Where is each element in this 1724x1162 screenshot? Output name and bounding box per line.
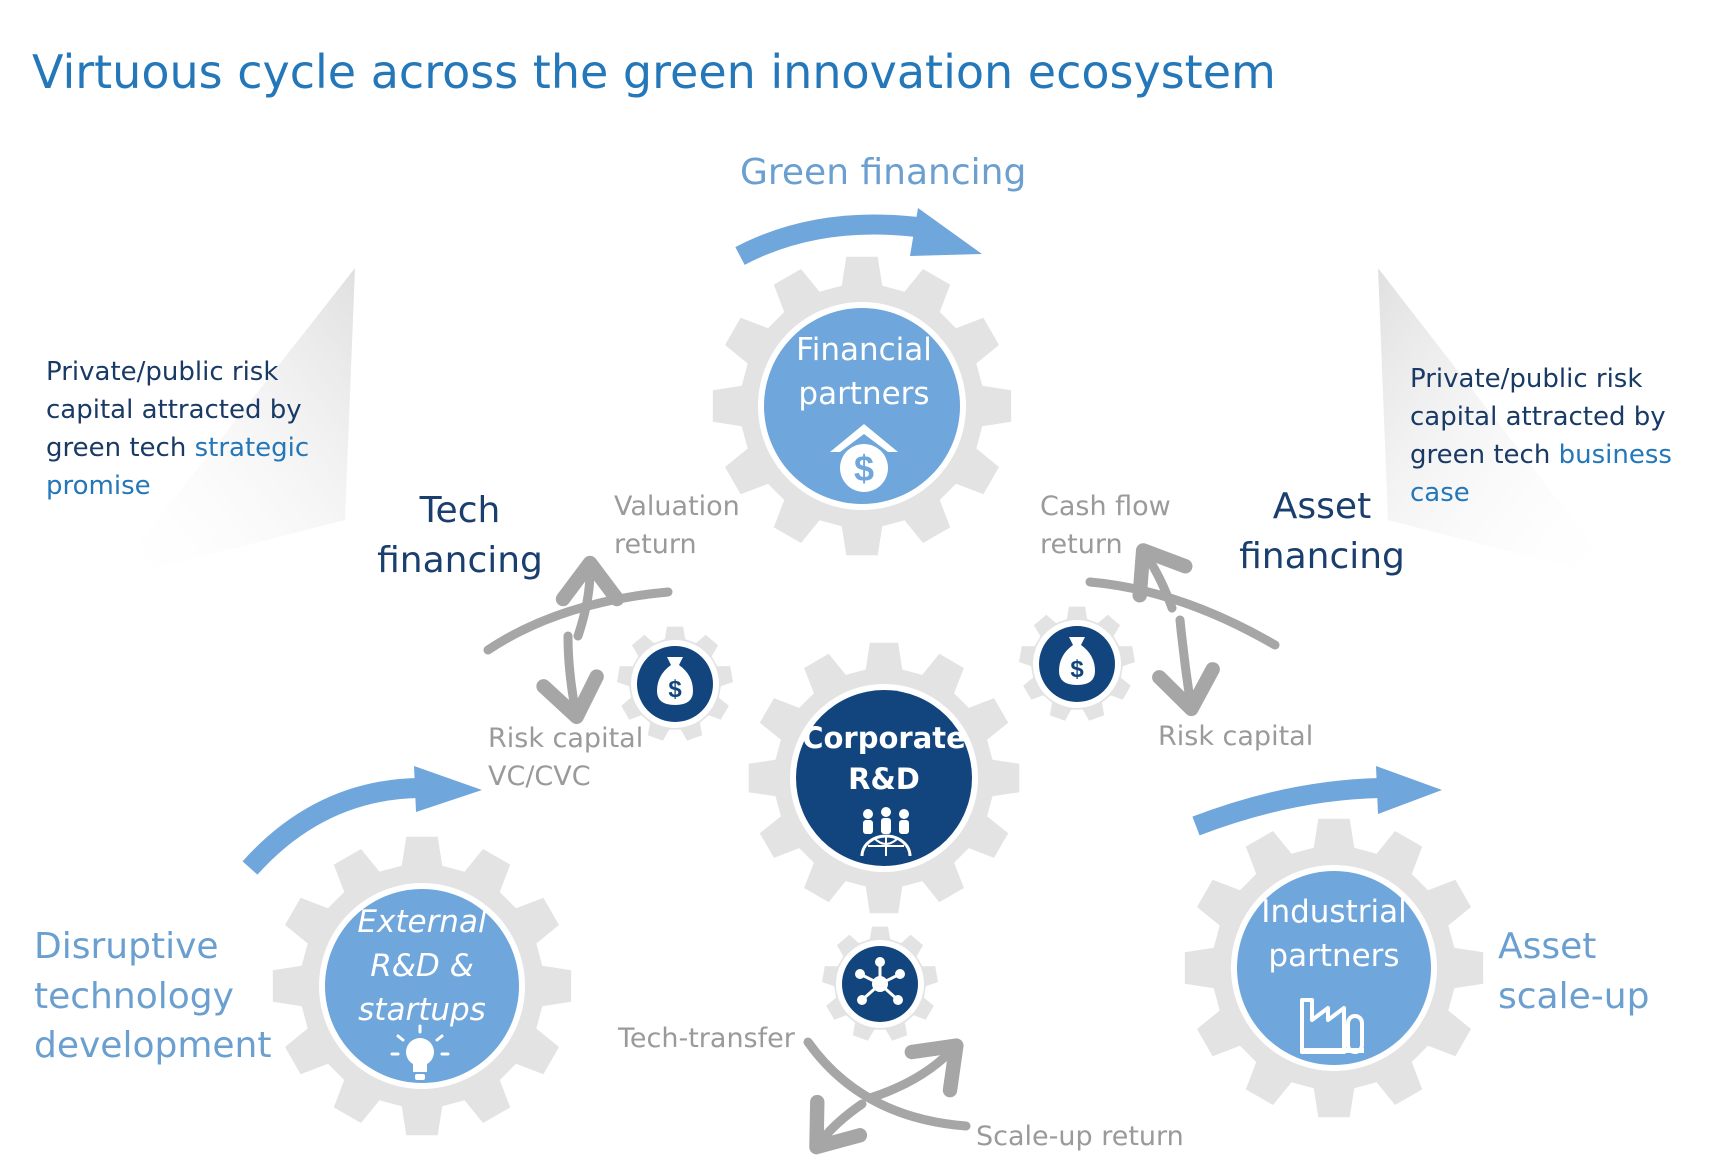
asset-scaleup-label: Asset scale-up <box>1498 922 1649 1021</box>
external-line-2: R&D & <box>370 948 474 985</box>
right-note-text: Private/public risk capital attracted by… <box>1410 364 1666 470</box>
asset-scaleup-arrow <box>1192 766 1442 836</box>
left-risk-capital-note: Private/public risk capital attracted by… <box>46 354 338 506</box>
svg-text:$: $ <box>668 676 682 703</box>
external-line-1: External <box>357 904 487 940</box>
svg-text:$: $ <box>854 448 874 489</box>
risk-capital-right-label: Risk capital <box>1158 721 1314 752</box>
left-fan-shading <box>110 268 355 580</box>
risk-capital-line-2: VC/CVC <box>488 761 591 793</box>
external-rd-label: External R&D & startups <box>322 900 522 1032</box>
valuation-return-line-1: Valuation <box>614 491 740 522</box>
left-note-highlight: strategic promise <box>46 432 310 501</box>
page-title: Virtuous cycle across the green innovati… <box>32 45 1276 99</box>
svg-text:$: $ <box>1070 656 1084 683</box>
cash-flow-return-line-1: Cash flow <box>1040 491 1171 522</box>
financial-line-1: Financial <box>796 332 932 368</box>
right-note-highlight: business case <box>1410 439 1672 508</box>
asset-financing-label: Asset financing <box>1238 482 1406 581</box>
financial-line-2: partners <box>798 376 930 413</box>
industrial-line-1: Industrial <box>1261 894 1407 930</box>
corporate-rd-label: Corporate R&D <box>784 718 984 800</box>
money-bag-icon: $ <box>657 657 693 705</box>
valuation-return-label: Valuation return <box>614 488 740 565</box>
money-bag-icon: $ <box>1059 637 1095 685</box>
lightbulb-icon <box>390 1024 450 1080</box>
scaleup-return-label: Scale-up return <box>976 1121 1184 1152</box>
green-financing-label: Green financing <box>740 152 1027 193</box>
tech-financing-line-2: financing <box>377 539 543 581</box>
network-icon <box>855 957 905 1005</box>
tech-financing-line-1: Tech <box>419 490 501 531</box>
corporate-line-1: Corporate <box>802 721 966 755</box>
asset-financing-line-1: Asset <box>1272 486 1372 527</box>
asset-scaleup-line-2: scale-up <box>1498 975 1650 1017</box>
valuation-return-line-2: return <box>614 529 697 561</box>
asset-financing-flow-arrows <box>1085 543 1280 717</box>
industrial-partners-gear <box>1184 818 1484 1118</box>
disruptive-tech-line-3: development <box>34 1025 272 1067</box>
disruptive-tech-line-2: technology <box>34 975 234 1017</box>
tech-transfer-label: Tech-transfer <box>618 1023 795 1054</box>
gear-core <box>764 308 960 504</box>
tech-development-arrow <box>242 766 482 875</box>
people-globe-icon <box>860 807 912 857</box>
gear-core <box>325 889 519 1083</box>
asset-scaleup-line-1: Asset <box>1498 926 1597 967</box>
financial-partners-label: Financial partners <box>764 328 964 416</box>
gear-core <box>796 690 972 866</box>
green-financing-arrow <box>735 208 982 265</box>
house-dollar-icon: $ <box>830 424 898 492</box>
risk-capital-line-1: Risk capital <box>488 723 644 754</box>
corporate-rd-gear <box>748 642 1020 914</box>
tech-financing-flow-arrows <box>483 555 673 725</box>
corporate-line-2: R&D <box>848 762 920 797</box>
tech-financing-label: Tech financing <box>376 486 544 585</box>
disruptive-tech-line-1: Disruptive <box>34 926 219 967</box>
tech-transfer-flow-arrows <box>803 1037 971 1155</box>
cash-flow-return-line-2: return <box>1040 529 1123 561</box>
external-line-3: startups <box>358 992 486 1029</box>
industrial-partners-label: Industrial partners <box>1234 890 1434 978</box>
external-rd-gear <box>272 836 572 1136</box>
factory-icon <box>1300 998 1364 1054</box>
left-note-text: Private/public risk capital attracted by… <box>46 357 302 463</box>
cash-flow-return-label: Cash flow return <box>1040 488 1171 565</box>
gear-core <box>1237 871 1431 1065</box>
right-risk-capital-note: Private/public risk capital attracted by… <box>1410 361 1710 513</box>
risk-capital-vc-label: Risk capital VC/CVC <box>488 720 643 797</box>
financial-partners-gear <box>712 256 1012 556</box>
industrial-line-2: partners <box>1268 938 1400 975</box>
disruptive-tech-label: Disruptive technology development <box>34 922 271 1071</box>
right-fan-shading <box>1378 268 1620 580</box>
asset-financing-line-2: financing <box>1239 535 1405 577</box>
